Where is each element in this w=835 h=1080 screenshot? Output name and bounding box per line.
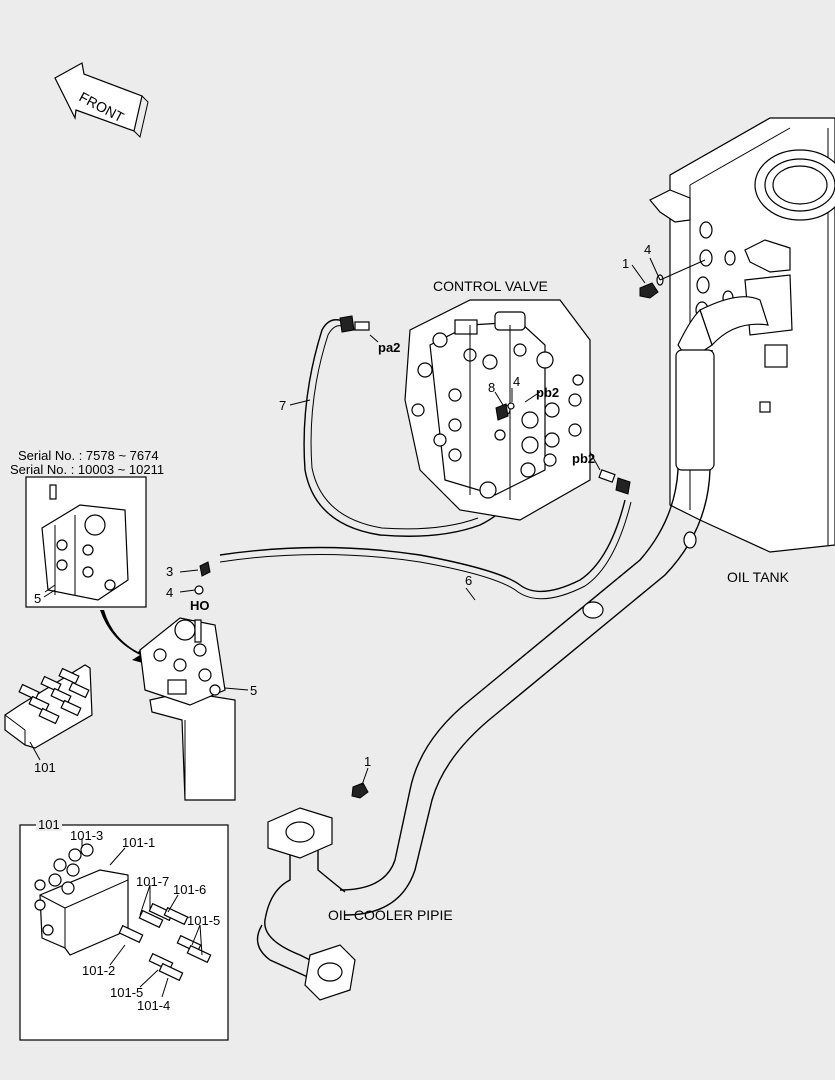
callout-101-bracket: 101 (34, 760, 56, 775)
label-101-1: 101-1 (122, 835, 155, 850)
callout-6: 6 (465, 573, 472, 588)
callout-8: 8 (488, 380, 495, 395)
callout-1-top: 1 (622, 256, 629, 271)
label-101-3: 101-3 (70, 828, 103, 843)
hose-6 (219, 499, 626, 593)
control-valve (339, 299, 631, 521)
label-101-5a: 101-5 (187, 913, 220, 928)
callout-4-left: 4 (166, 585, 173, 600)
serial-detail (25, 476, 147, 608)
serial-line-2: Serial No. : 10003 ~ 10211 (10, 462, 164, 477)
fitting-bracket-assembly (4, 664, 93, 749)
control-valve-title: CONTROL VALVE (433, 278, 548, 294)
detail-box-title: 101 (38, 817, 60, 832)
oil-cooler-pipe (256, 807, 356, 1001)
leader-lines (29, 257, 706, 998)
callout-5-main: 5 (250, 683, 257, 698)
solenoid-valve (139, 561, 236, 801)
callout-3: 3 (166, 564, 173, 579)
callout-5-box: 5 (34, 591, 41, 606)
hose-7 (303, 319, 506, 537)
callout-pa2: pa2 (378, 340, 400, 355)
detail-box-101 (19, 824, 229, 1041)
callout-1-lower: 1 (364, 754, 371, 769)
label-101-2: 101-2 (82, 963, 115, 978)
oil-cooler-pipe-title: OIL COOLER PIPIE (328, 907, 453, 923)
oil-tank (649, 117, 835, 553)
callout-7: 7 (279, 398, 286, 413)
callout-4-valve: 4 (513, 374, 520, 389)
serial-line-1: Serial No. : 7578 ~ 7674 (18, 448, 159, 463)
callout-ho: HO (190, 598, 210, 613)
label-101-5b: 101-5 (110, 985, 143, 1000)
oil-tank-title: OIL TANK (727, 569, 790, 585)
front-arrow: FRONT (54, 62, 149, 138)
label-101-4: 101-4 (137, 998, 170, 1013)
callout-pb2-upper: pb2 (536, 385, 559, 400)
label-101-7: 101-7 (136, 874, 169, 889)
label-101-6: 101-6 (173, 882, 206, 897)
callout-pb2-lower: pb2 (572, 451, 595, 466)
suction-pipe (339, 349, 715, 916)
callout-4-top: 4 (644, 242, 651, 257)
